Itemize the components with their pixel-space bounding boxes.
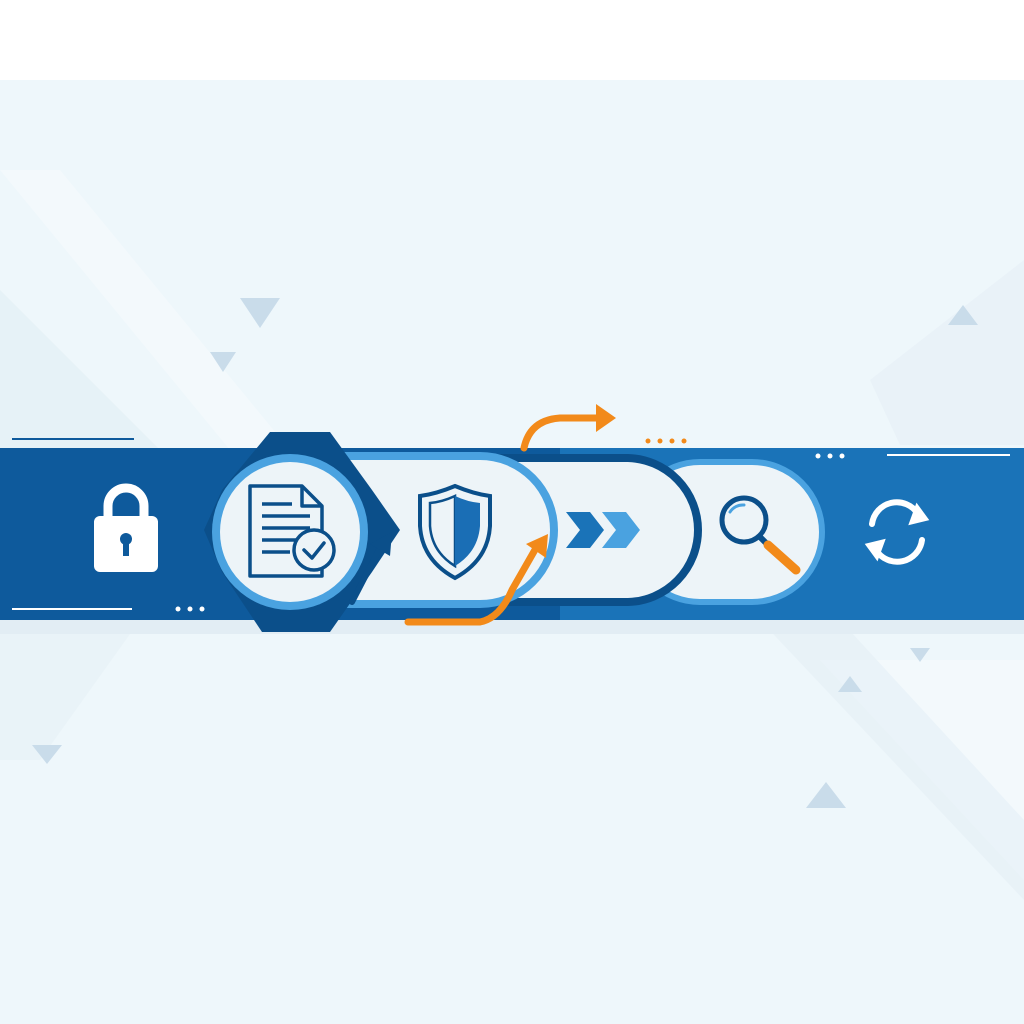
shield-icon (418, 483, 492, 581)
background-diagonals (0, 170, 1024, 900)
dots-group-top-right (815, 453, 845, 459)
triangle-shape (32, 745, 62, 764)
blue-flow-arrow (349, 532, 392, 605)
orange-flow-arrow-top (520, 404, 616, 452)
triangle-shape (948, 305, 978, 325)
document-check-icon (248, 484, 336, 578)
triangle-shape (210, 352, 236, 372)
dots-group-orange (645, 438, 687, 444)
refresh-cycle-icon (864, 499, 930, 565)
padlock-icon (94, 483, 158, 572)
double-chevron-right-icon (566, 512, 640, 548)
triangle-shape (910, 648, 930, 662)
dots-group-bottom-left (175, 606, 205, 612)
magnifier-icon (719, 495, 801, 575)
triangle-shape (838, 676, 862, 692)
band-shadow (0, 620, 1024, 634)
triangle-shape (240, 298, 280, 328)
decorative-lines (12, 438, 1010, 610)
orange-flow-arrow-bottom (404, 534, 548, 626)
triangle-shape (806, 782, 846, 808)
decorative-triangles (32, 298, 978, 808)
